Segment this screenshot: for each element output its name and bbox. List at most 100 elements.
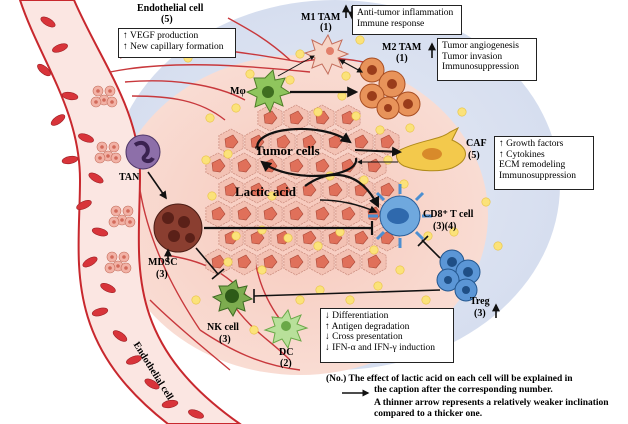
- endothelial-cluster: [104, 251, 132, 274]
- lactate-dot: [205, 113, 215, 123]
- tumor-nucleus: [224, 182, 239, 197]
- red-blood-cell: [50, 114, 66, 126]
- m2-tam-num: (1): [396, 53, 408, 64]
- lactate-dot: [231, 103, 241, 113]
- nk-label: NK cell: [207, 322, 239, 333]
- dc-effect-item: ↓ Differentiation: [325, 311, 389, 321]
- tumor-nucleus: [354, 230, 369, 245]
- lactate-dot: [285, 75, 295, 85]
- lactate-dot: [369, 245, 379, 255]
- dc-effects-box: ↓ Differentiation ↑ Antigen degradation …: [320, 308, 454, 363]
- endothelial-nucleus: [126, 209, 130, 213]
- lactate-dot: [315, 285, 325, 295]
- lactate-dot: [191, 295, 201, 305]
- caf-effect-item: ↑ Cytokines: [499, 149, 545, 160]
- lactate-dot: [267, 191, 277, 201]
- caf-effect-item: ↑ Growth factors: [499, 139, 564, 149]
- tumor-nucleus: [211, 158, 226, 173]
- m1-effect-item: Anti-tumor inflammation: [357, 8, 454, 18]
- dc-label: DC: [279, 347, 294, 358]
- footnote-line-4: compared to a thicker one.: [374, 409, 483, 419]
- treg-label: Treg: [470, 296, 490, 307]
- lactate-dot: [395, 265, 405, 275]
- dc-effect-item: ↓ IFN-α and IFN-γ induction: [325, 342, 435, 353]
- caf-label: CAF: [466, 138, 487, 149]
- caf-effects-box: ↑ Growth factors ↑ Cytokines ECM remodel…: [494, 136, 594, 190]
- m2-tam-cluster: [359, 57, 421, 120]
- endothelial-nucleus: [112, 145, 116, 149]
- tumor-nucleus: [263, 254, 278, 269]
- lactate-dot: [359, 175, 369, 185]
- endothelial-nucleus: [128, 220, 132, 224]
- caf-num: (5): [468, 150, 480, 161]
- tumor-nucleus: [276, 134, 291, 149]
- footnote-line-1: (No.) The effect of lactic acid on each …: [326, 374, 573, 384]
- endothelial-cluster: [90, 85, 118, 108]
- endothelial-nucleus: [106, 154, 110, 158]
- tumor-nucleus: [380, 134, 395, 149]
- tumor-nucleus: [315, 206, 330, 221]
- red-blood-cell: [112, 330, 128, 342]
- red-blood-cell: [82, 256, 98, 268]
- endothelial-nucleus: [124, 266, 128, 270]
- lactate-dot: [355, 35, 365, 45]
- tumor-cells-label: Tumor cells: [255, 143, 320, 158]
- lactate-dot: [383, 155, 393, 165]
- red-blood-cells: [37, 16, 204, 419]
- tumor-nucleus: [302, 230, 317, 245]
- tumor-nucleus: [367, 254, 382, 269]
- m1-effect-item: Immune response: [357, 18, 425, 29]
- endothelial-cluster: [108, 205, 136, 228]
- tumor-nucleus: [315, 254, 330, 269]
- lactate-dot: [295, 49, 305, 59]
- endothelial-label-top: Endothelial cell: [137, 3, 204, 14]
- lactate-dot: [313, 241, 323, 251]
- footnote-line-2: the caption after the corresponding numb…: [374, 385, 553, 395]
- endothelial-nucleus: [114, 209, 118, 213]
- red-blood-cell: [61, 155, 79, 165]
- lactate-dot: [375, 125, 385, 135]
- tumor-nucleus: [237, 254, 252, 269]
- treg-num: (3): [474, 308, 486, 319]
- mdsc-num: (3): [156, 269, 168, 280]
- tumor-nucleus: [263, 206, 278, 221]
- lactate-dot: [223, 149, 233, 159]
- red-blood-cell: [161, 399, 179, 409]
- endothelial-effects-box: ↑ VEGF production ↑ New capillary format…: [118, 28, 236, 58]
- tumor-nucleus: [211, 254, 226, 269]
- tumor-nucleus: [289, 110, 304, 125]
- red-blood-cell: [76, 200, 92, 210]
- tumor-nucleus: [289, 254, 304, 269]
- endothelial-cluster: [94, 141, 122, 164]
- endothelial-nucleus: [120, 218, 124, 222]
- endothelial-nucleus: [94, 100, 98, 104]
- m1-tam-label: M1 TAM: [301, 12, 341, 23]
- cd8-num: (3)(4): [433, 221, 457, 232]
- lactate-dot: [373, 281, 383, 291]
- red-blood-cell: [188, 409, 204, 419]
- lactate-dot: [245, 69, 255, 79]
- lactate-dot: [405, 123, 415, 133]
- lactate-dot: [345, 295, 355, 305]
- m1-tam-cell: [303, 33, 350, 76]
- m1-effects-box: Anti-tumor inflammation Immune response: [352, 5, 462, 35]
- dc-num: (2): [280, 358, 292, 369]
- endothelial-label-top-num: (5): [161, 14, 173, 25]
- dc-cell: [263, 308, 309, 350]
- endothelial-effect-item: ↑ New capillary formation: [123, 41, 224, 52]
- tumor-nucleus: [341, 206, 356, 221]
- macrophage-label: Mφ: [230, 86, 246, 97]
- tan-label: TAN: [119, 172, 140, 183]
- mdsc-label: MDSC: [148, 257, 178, 268]
- red-blood-cell: [52, 43, 68, 53]
- treg-cluster: [436, 249, 481, 302]
- cd8-label: CD8⁺ T cell: [423, 209, 474, 220]
- lactate-dot: [493, 241, 503, 251]
- tumor-nucleus: [328, 182, 343, 197]
- lactate-dot: [481, 197, 491, 207]
- endothelial-nucleus: [98, 156, 102, 160]
- lactate-dot: [257, 265, 267, 275]
- tumor-nucleus: [380, 182, 395, 197]
